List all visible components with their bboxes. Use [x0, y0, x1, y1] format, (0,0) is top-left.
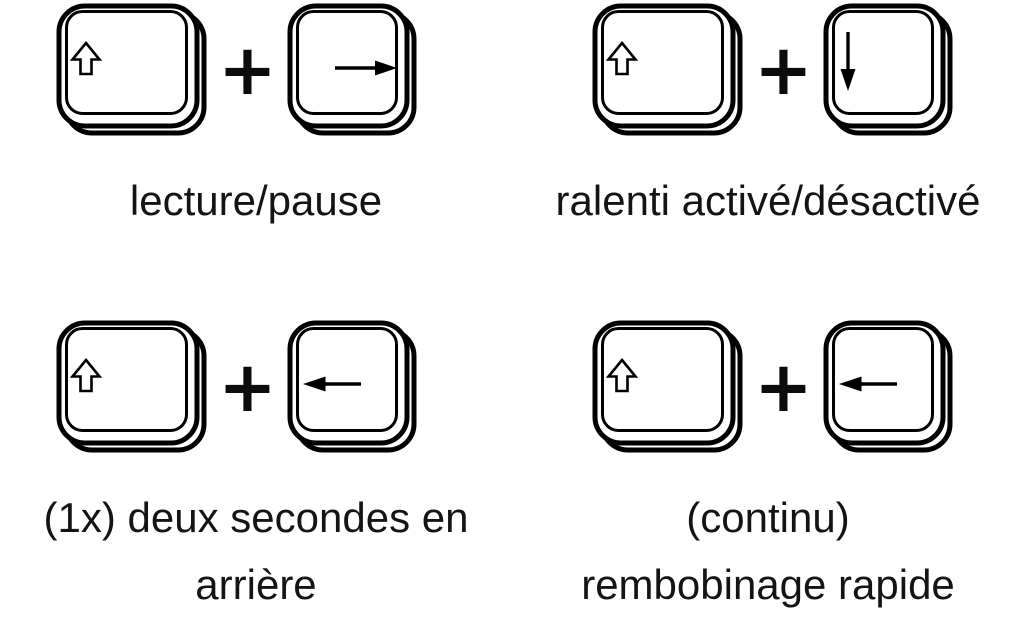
key-combo: +: [592, 3, 954, 137]
shift-key-icon: [592, 3, 743, 136]
shortcut-group-two-seconds-back: + (1x) deux secondes en arrière: [0, 320, 512, 618]
key-combo: +: [592, 320, 954, 454]
key-combo: +: [56, 3, 418, 137]
plus-sign: +: [218, 346, 277, 428]
key-combo: +: [56, 320, 418, 454]
shortcut-label: (continu) rembobinage rapide: [581, 494, 955, 608]
shortcut-group-play-pause: + lecture/pause: [0, 3, 512, 234]
shift-key-icon: [56, 320, 207, 453]
arrow-down-key-icon: [823, 3, 953, 136]
shortcut-group-slow-motion: + ralenti activé/désactivé: [512, 3, 1024, 234]
shortcut-group-fast-rewind: + (continu) rembobinage rapide: [512, 320, 1024, 618]
plus-sign: +: [218, 29, 277, 111]
shift-key-icon: [56, 3, 207, 136]
shortcut-label: (1x) deux secondes en arrière: [43, 494, 469, 608]
shortcut-label: lecture/pause: [129, 177, 383, 224]
plus-sign: +: [754, 346, 813, 428]
shift-key-icon: [592, 320, 743, 453]
arrow-left-key-icon: [823, 320, 953, 453]
plus-sign: +: [754, 29, 813, 111]
shortcut-label: ralenti activé/désactivé: [555, 177, 981, 224]
arrow-left-key-icon: [287, 320, 417, 453]
arrow-right-key-icon: [287, 3, 417, 136]
